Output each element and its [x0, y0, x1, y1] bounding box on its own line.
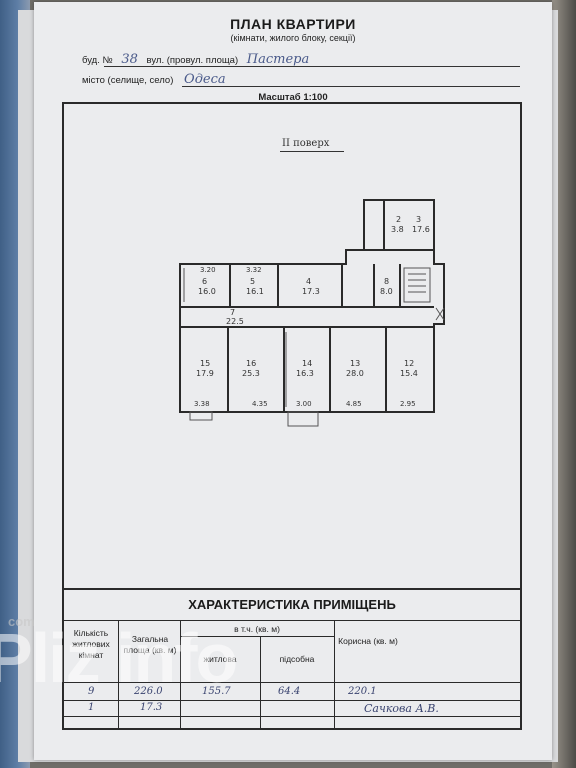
row1-total: 226.0: [134, 686, 163, 697]
row1-living: 155.7: [202, 686, 231, 697]
col-rooms-header: Кількість житлових кімнат: [72, 628, 110, 660]
address-underline: [104, 66, 520, 67]
watermark-small: com: [8, 614, 35, 629]
dim-label: 3.20: [200, 266, 216, 274]
col-incl-header: в т.ч. (кв. м): [234, 624, 280, 634]
room-14-area: 16.3: [296, 369, 314, 378]
table-col-line: [180, 620, 181, 730]
bottom-partitions: [227, 327, 387, 412]
city-value: Одеса: [184, 72, 226, 87]
room-2-num: 2: [396, 215, 401, 224]
shaft-cross: [435, 307, 445, 321]
document-subtitle: (кімнати, жилого блоку, секції): [230, 33, 356, 43]
row2-rooms: 1: [88, 702, 95, 713]
stair-block: [403, 267, 431, 303]
table-row-line: [64, 682, 520, 683]
row1-rooms: 9: [88, 686, 95, 697]
floor-underline: [280, 151, 344, 152]
room-4-area: 17.3: [302, 287, 320, 296]
room-7-num: 7: [230, 308, 235, 317]
street-label: вул. (провул. площа): [146, 55, 239, 66]
row2-total: 17.3: [140, 702, 163, 713]
room-15-area: 17.9: [196, 369, 214, 378]
room-12-area: 15.4: [400, 369, 418, 378]
room-13-area: 28.0: [346, 369, 364, 378]
table-heading: ХАРАКТЕРИСТИКА ПРИМІЩЕНЬ: [64, 590, 520, 621]
inner-lines: [183, 268, 287, 407]
dim-label: 4.85: [346, 400, 362, 408]
room-7-area: 22.5: [226, 317, 244, 326]
room-16-area: 25.3: [242, 369, 260, 378]
row1-aux: 64.4: [278, 686, 301, 697]
scale-label: Масштаб 1:100: [258, 92, 328, 103]
room-15-num: 15: [200, 359, 210, 368]
col-aux-header: підсобна: [279, 654, 315, 664]
room-4-num: 4: [306, 277, 311, 286]
room-2-area: 3.8: [391, 225, 404, 234]
dim-label: 3.00: [296, 400, 312, 408]
table-row-line: [64, 716, 520, 717]
room-14-num: 14: [302, 359, 312, 368]
floor-plan: 2 3.8 3 17.6 6 16.0 5 16.1 4 17.3 8 8.0 …: [179, 199, 445, 427]
watermark: Pliz info: [0, 619, 238, 697]
street-value: Пастера: [246, 52, 310, 67]
document-title: ПЛАН КВАРТИРИ: [230, 16, 356, 32]
building-number: 38: [121, 52, 138, 67]
building-label: буд. №: [82, 55, 113, 66]
city-label: місто (селище, село): [82, 75, 174, 86]
floor-label: II поверх: [282, 138, 330, 149]
dim-label: 3.32: [246, 266, 262, 274]
room-3-num: 3: [416, 215, 421, 224]
room-8-area: 8.0: [380, 287, 393, 296]
characteristics-table: ХАРАКТЕРИСТИКА ПРИМІЩЕНЬ Кількість житло…: [62, 590, 522, 730]
table-row-line: [64, 700, 520, 701]
table-subhead-line: [180, 636, 334, 637]
room-5-num: 5: [250, 277, 255, 286]
plan-outline: [179, 199, 445, 413]
room-12-num: 12: [404, 359, 414, 368]
col-living-header: житлова: [203, 654, 237, 664]
dim-label: 3.38: [194, 400, 210, 408]
room-8-num: 8: [384, 277, 389, 286]
room-6-num: 6: [202, 277, 207, 286]
room-3-area: 17.6: [412, 225, 430, 234]
top-partitions: [229, 264, 401, 307]
stair-steps: [408, 273, 426, 293]
corridor-walls: [180, 306, 434, 328]
table-col-line: [118, 620, 119, 730]
balcony-left: [189, 411, 213, 421]
city-row: місто (селище, село) Одеса: [82, 72, 226, 87]
room-5-area: 16.1: [246, 287, 264, 296]
city-underline: [182, 86, 520, 87]
room-13-num: 13: [350, 359, 360, 368]
table-col-line: [260, 636, 261, 730]
room-16-num: 16: [246, 359, 256, 368]
row1-useful: 220.1: [348, 686, 377, 697]
col-total-header: Загальна площа (кв. м): [123, 634, 177, 655]
signature: Сачкова А.В.: [364, 702, 439, 715]
address-row: буд. № 38 вул. (провул. площа) Пастера: [82, 52, 309, 67]
annex-partitions: [364, 200, 434, 251]
dim-label: 4.35: [252, 400, 268, 408]
dim-label: 2.95: [400, 400, 416, 408]
plan-frame: [62, 102, 522, 590]
bay-window: [287, 411, 319, 427]
room-6-area: 16.0: [198, 287, 216, 296]
col-useful-header: Корисна (кв. м): [338, 636, 398, 646]
table-col-line: [334, 620, 335, 730]
document-sheet: ПЛАН КВАРТИРИ (кімнати, жилого блоку, се…: [34, 2, 552, 760]
